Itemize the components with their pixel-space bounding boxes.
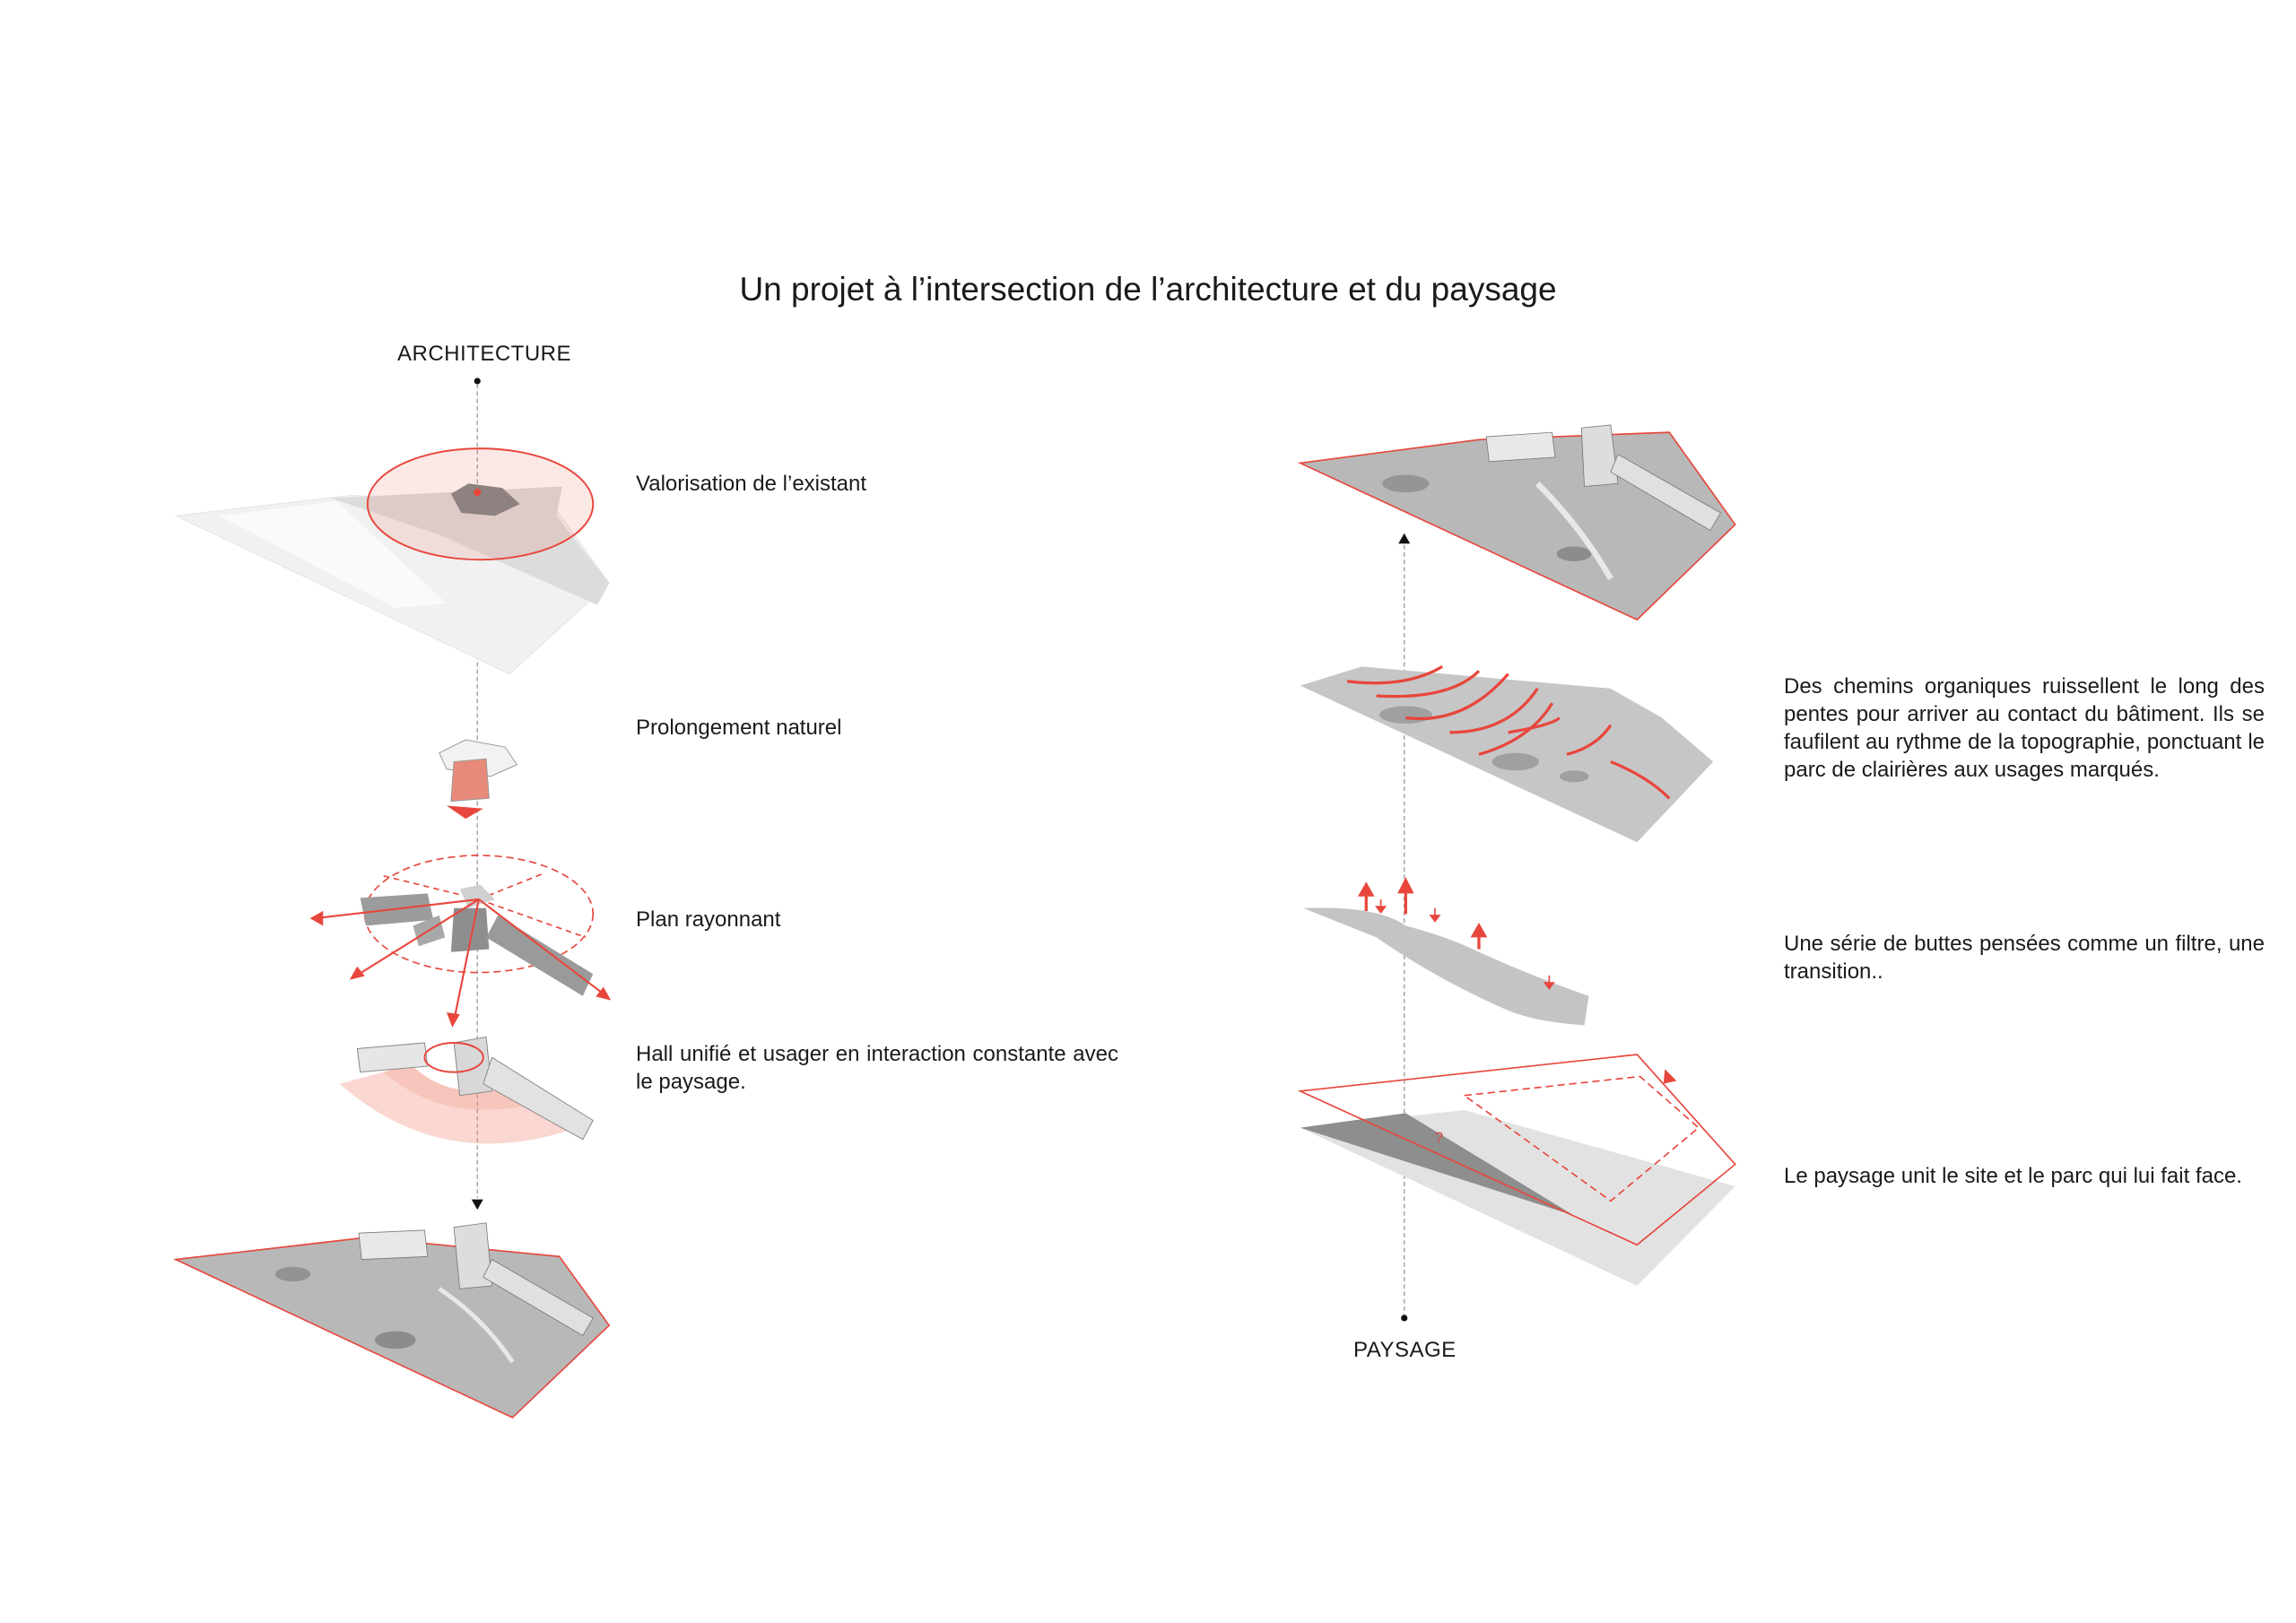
- paysage-unit-diagram: ?: [1297, 1054, 1736, 1286]
- svg-text:?: ?: [1435, 1130, 1443, 1146]
- hall-diagram: [339, 1036, 594, 1144]
- valorisation-diagram: [174, 447, 610, 675]
- paysage-axis-label: PAYSAGE: [1353, 1338, 1457, 1362]
- step-label-plan-rayonnant: Plan rayonnant: [636, 907, 781, 932]
- architecture-axis-label: ARCHITECTURE: [397, 342, 572, 366]
- plan-rayonnant-diagram: [309, 855, 612, 1028]
- buttes-diagram: [1303, 877, 1589, 1026]
- step-label-valorisation: Valorisation de l’existant: [636, 472, 867, 496]
- step-label-prolongement: Prolongement naturel: [636, 716, 842, 740]
- chemins-diagram: [1300, 664, 1714, 843]
- step-text-chemins: Des chemins organiques ruissellent le lo…: [1784, 674, 2265, 782]
- step-text-paysage: Le paysage unit le site et le parc qui l…: [1784, 1164, 2242, 1188]
- step-label-hall: Hall unifié et usager en interaction con…: [636, 1042, 1118, 1094]
- page-title: Un projet à l’intersection de l’architec…: [739, 271, 1557, 308]
- site-map-right: [1297, 424, 1736, 621]
- site-map-left: [172, 1222, 611, 1419]
- step-text-buttes: Une série de buttes pensées comme un fil…: [1784, 932, 2265, 984]
- prolongement-diagram: [439, 739, 518, 820]
